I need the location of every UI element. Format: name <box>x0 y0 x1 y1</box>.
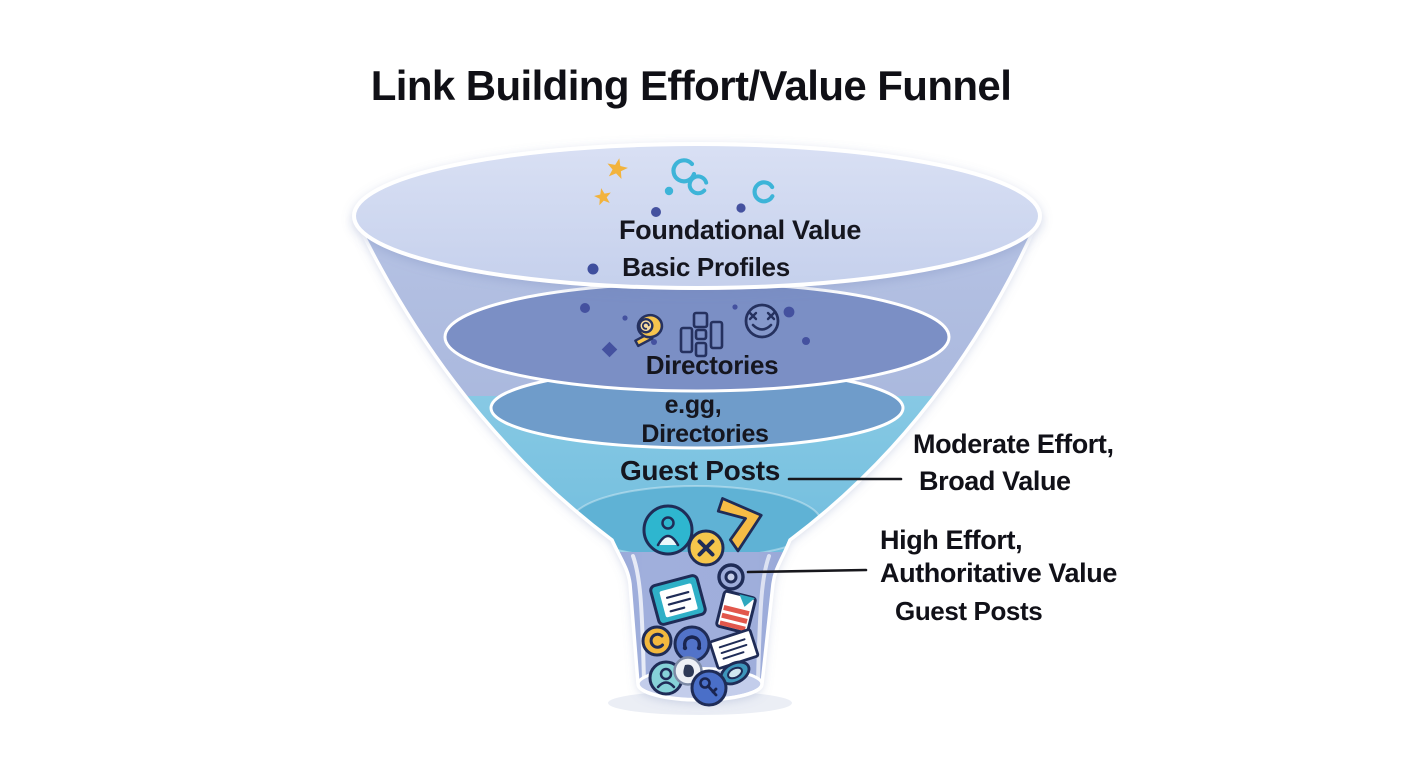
callout-high-line3: Guest Posts <box>895 596 1043 626</box>
x-mark-icon <box>687 529 725 567</box>
swirl-icon <box>752 180 775 204</box>
callout-high-line1: High Effort, <box>880 525 1023 555</box>
stage2-label: Directories <box>645 350 779 380</box>
funnel-top-bowl <box>352 142 1042 290</box>
callout-moderate-line1: Moderate Effort, <box>913 429 1114 459</box>
callout-high-line2: Authoritative Value <box>880 558 1117 588</box>
callout-moderate-line2: Broad Value <box>919 466 1071 496</box>
link-ring-icon <box>717 563 745 591</box>
dot-icon <box>732 304 738 310</box>
swirl-icon <box>687 174 709 196</box>
dot-icon <box>622 315 628 321</box>
stage1-item-label: Basic Profiles <box>622 252 790 282</box>
callout-line-high <box>746 568 868 574</box>
directory-list-icon <box>679 311 724 358</box>
bullet-dot-icon <box>587 263 599 275</box>
dot-icon <box>802 337 810 345</box>
directories-decorations <box>580 303 810 358</box>
top-decorations <box>587 158 775 275</box>
arrow-ribbon-icon <box>716 497 763 553</box>
dot-icon <box>783 306 795 318</box>
laughing-face-icon <box>744 303 780 339</box>
person-badge-icon <box>642 504 694 556</box>
phone-icon <box>673 625 711 663</box>
key-icon <box>690 669 728 707</box>
stage4-label: Guest Posts <box>619 455 781 486</box>
snail-icon <box>634 313 664 348</box>
pool-icons <box>642 497 763 591</box>
star-icon <box>607 158 628 180</box>
flag-icon <box>715 589 757 635</box>
stem-gloss-right <box>756 554 771 684</box>
stem-gloss-left <box>631 554 646 684</box>
dot-icon <box>580 303 590 313</box>
coin-icon <box>641 625 673 657</box>
stage3-line2: Directories <box>641 420 769 448</box>
stage3-line1: e.gg, <box>664 391 722 419</box>
note-card-icon <box>649 574 707 626</box>
stem-icons <box>641 574 760 707</box>
stage1-value-label: Foundational Value <box>618 215 862 245</box>
dot-icon <box>651 207 661 217</box>
dot-icon <box>736 203 746 213</box>
star-icon <box>594 188 611 206</box>
dot-icon <box>664 186 674 196</box>
page-title: Link Building Effort/Value Funnel <box>370 62 1012 109</box>
dot-icon <box>651 339 657 345</box>
